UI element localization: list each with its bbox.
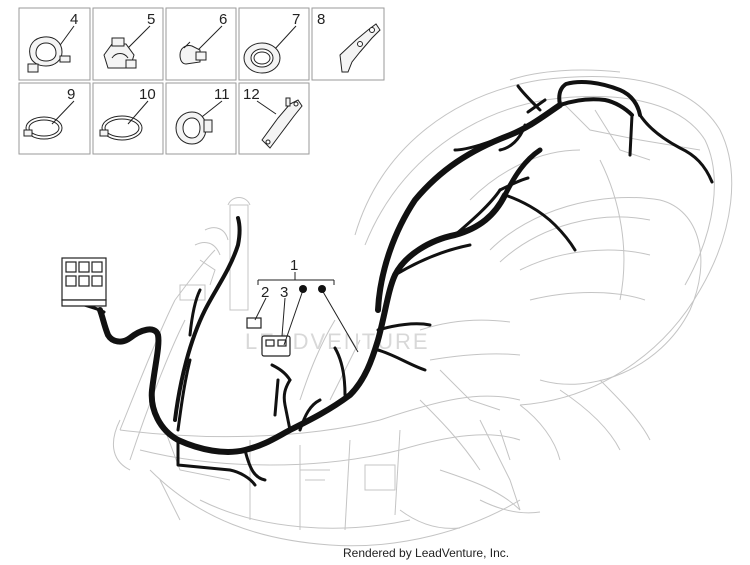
part-number-8: 8	[317, 11, 325, 28]
clamp-icon	[27, 36, 71, 73]
callout-2: 2	[261, 284, 269, 301]
part-number-4: 4	[70, 11, 78, 28]
part-number-7: 7	[292, 11, 300, 28]
part-box-8	[311, 7, 385, 81]
part-leader-lines	[51, 25, 297, 125]
part-box-4	[18, 7, 91, 81]
parts-grid	[18, 7, 385, 155]
pipe-clamp-icon	[175, 111, 213, 145]
callout-1-bracket	[254, 272, 359, 353]
cable-tie-clip-icon	[179, 41, 207, 65]
callout-3: 3	[280, 284, 288, 301]
part-number-10: 10	[139, 86, 156, 103]
support-bracket-icon	[261, 97, 303, 149]
part-box-12	[238, 82, 310, 155]
part-number-9: 9	[67, 86, 75, 103]
callout-1: 1	[290, 257, 298, 274]
cable-clip-icon	[103, 37, 137, 69]
part-box-7	[238, 7, 310, 81]
part-number-5: 5	[147, 11, 155, 28]
part-box-10	[92, 82, 164, 155]
part-number-11: 11	[214, 86, 230, 103]
callout-dot	[299, 285, 307, 293]
part-number-12: 12	[243, 86, 260, 103]
wiring-harness	[76, 80, 714, 487]
callout-dot	[318, 285, 326, 293]
part-box-5	[92, 7, 164, 81]
part-box-9	[18, 82, 91, 155]
cable-tie-icon	[23, 116, 63, 140]
grommet-icon	[243, 42, 281, 74]
render-credit: Rendered by LeadVenture, Inc.	[343, 546, 509, 560]
part-number-6: 6	[219, 11, 227, 28]
fuse-holder	[246, 317, 291, 357]
part-box-11	[165, 82, 237, 155]
part-box-6	[165, 7, 237, 81]
cable-tie-large-icon	[99, 115, 143, 141]
bracket-icon	[339, 23, 381, 73]
main-connector	[61, 257, 107, 307]
scooter-frame-outline	[112, 69, 733, 547]
